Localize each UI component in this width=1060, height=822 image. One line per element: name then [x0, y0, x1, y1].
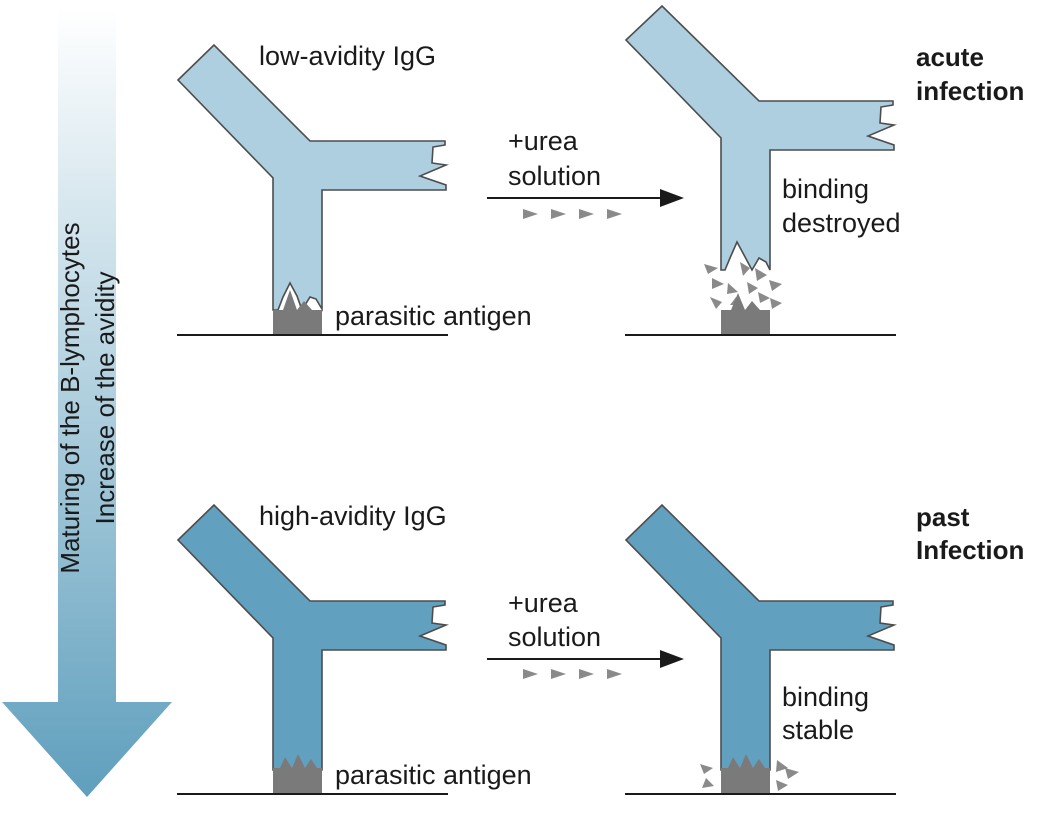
- high-avidity-igg-bound: [176, 503, 449, 771]
- reaction-arrow-top: [487, 189, 684, 207]
- result-label-bottom-line1: binding: [782, 682, 869, 712]
- low-avidity-igg-bound: [176, 43, 449, 312]
- fragments-destroyed: [704, 262, 782, 309]
- result-label-bottom-line2: stable: [782, 715, 854, 745]
- result-label-top-line1: binding: [782, 174, 869, 204]
- diagnosis-label-bottom-line1: past: [916, 502, 970, 532]
- diagnosis-label-bottom-line2: Infection: [916, 535, 1024, 565]
- parasitic-antigen-top-left: [273, 290, 322, 335]
- side-label-maturing: Maturing of the B-lymphocytes: [55, 222, 85, 573]
- low-avidity-igg-released: [624, 4, 897, 272]
- result-label-top-line2: destroyed: [782, 208, 901, 238]
- reagent-label-top-line1: +urea: [508, 126, 579, 156]
- urea-particles-top: [523, 209, 622, 219]
- fragments-stable: [700, 760, 799, 791]
- maturation-arrow: [2, 8, 172, 797]
- parasitic-antigen-bottom-left: [273, 754, 322, 794]
- side-label-avidity: Increase of the avidity: [90, 272, 120, 525]
- parasitic-antigen-bottom-right: [721, 754, 770, 794]
- urea-particles-bottom: [523, 669, 622, 679]
- reagent-label-bottom-line2: solution: [508, 622, 601, 652]
- antibody-label-low-avidity: low-avidity IgG: [259, 41, 436, 71]
- reaction-arrow-bottom: [487, 650, 684, 668]
- antigen-label-bottom: parasitic antigen: [335, 760, 532, 790]
- reagent-label-top-line2: solution: [508, 161, 601, 191]
- diagnosis-label-top-line1: acute: [916, 42, 984, 72]
- parasitic-antigen-top-right: [721, 293, 770, 335]
- antigen-label-top: parasitic antigen: [335, 301, 532, 331]
- antibody-label-high-avidity: high-avidity IgG: [259, 501, 447, 531]
- reagent-label-bottom-line1: +urea: [508, 588, 579, 618]
- diagnosis-label-top-line2: infection: [916, 76, 1024, 106]
